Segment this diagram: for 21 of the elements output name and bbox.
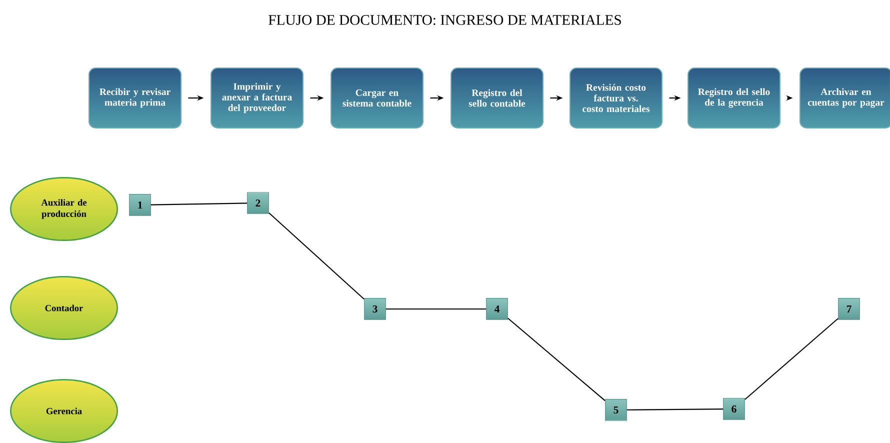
connector-line [626, 408, 724, 410]
title: FLUJO DE DOCUMENTO: INGRESO DE MATERIALES [268, 15, 621, 25]
process-box: Cargar en sistema contable [330, 67, 424, 129]
step-number-box: 5 [605, 399, 627, 421]
step-number-box: 6 [723, 398, 745, 420]
connector-line [268, 212, 364, 300]
process-box: Registro del sello de la gerencia [687, 67, 781, 129]
connector-line [508, 318, 606, 402]
step-number-box: 7 [838, 298, 860, 320]
step-number-box: 2 [247, 192, 269, 214]
connector-line [744, 318, 838, 400]
process-box: Imprimir y anexar a factura del proveedor [210, 67, 304, 129]
process-box: Archivar en cuentas por pagar [799, 67, 890, 129]
process-box: Revisión costo factura vs. costo materiales [569, 67, 663, 129]
connector-line [150, 202, 248, 206]
process-box: Recibir y revisar materia prima [88, 67, 182, 129]
step-number-box: 4 [486, 298, 508, 320]
connector-line [386, 308, 486, 310]
step-number-box: 1 [129, 194, 151, 216]
step-number-box: 3 [364, 298, 386, 320]
process-box: Registro del sello contable [450, 67, 544, 129]
